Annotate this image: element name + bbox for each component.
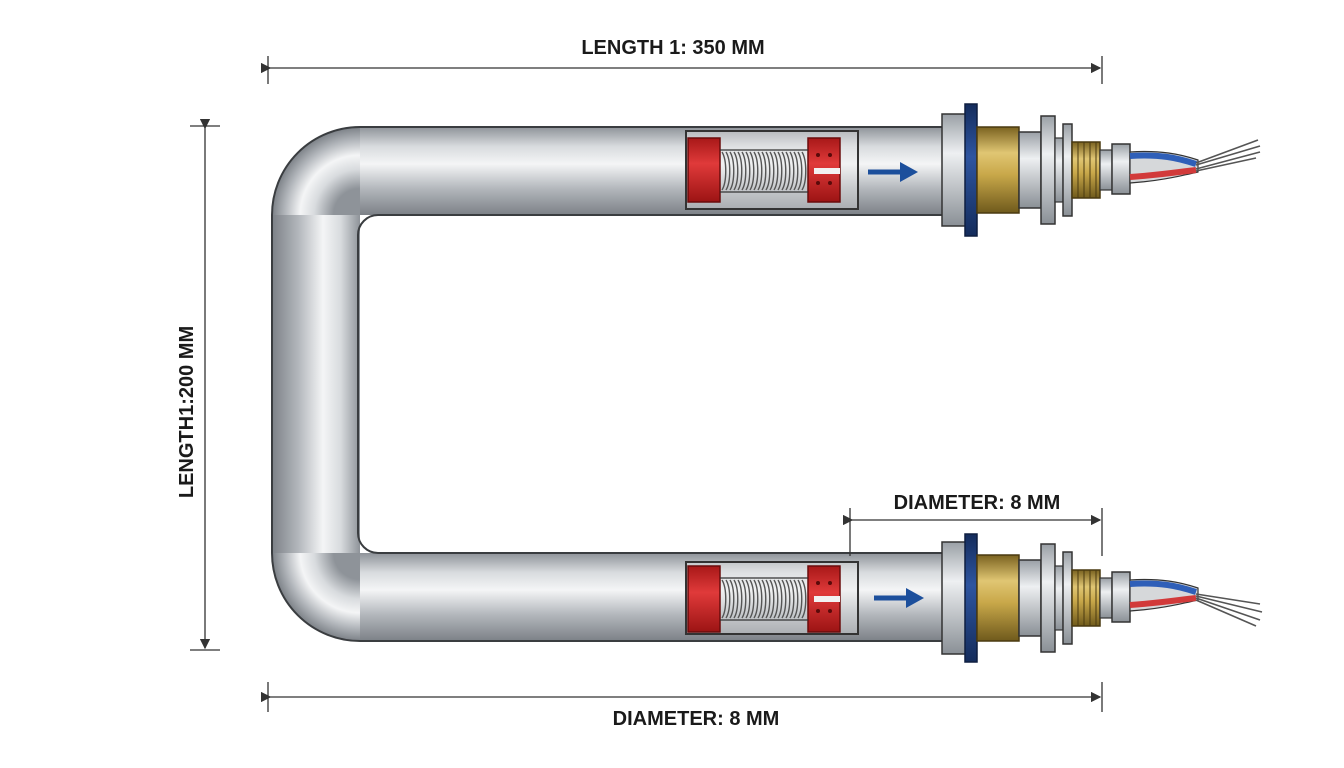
coil-turn bbox=[757, 579, 763, 619]
coil-turn bbox=[737, 579, 743, 619]
coil-turn bbox=[793, 151, 799, 191]
coil-turn bbox=[749, 151, 755, 191]
u-tube bbox=[271, 126, 942, 642]
brass-fitting bbox=[976, 126, 1020, 214]
coil-turn bbox=[785, 151, 791, 191]
coil-turn bbox=[793, 579, 799, 619]
dimension-lines bbox=[190, 56, 1103, 712]
heating-coil bbox=[721, 151, 807, 191]
heating-coil bbox=[721, 579, 807, 619]
coil-turn bbox=[761, 579, 767, 619]
flange-ring bbox=[964, 533, 978, 663]
coil-turn bbox=[733, 151, 739, 191]
coil-turn bbox=[781, 151, 787, 191]
coil-turn bbox=[797, 579, 803, 619]
coil-turn bbox=[745, 579, 751, 619]
top-length-label: LENGTH 1: 350 MM bbox=[581, 37, 764, 59]
coil-turn bbox=[733, 579, 739, 619]
coil-turn bbox=[769, 151, 775, 191]
coil-turn bbox=[789, 579, 795, 619]
coil-turn bbox=[765, 579, 771, 619]
coil-turn bbox=[737, 151, 743, 191]
red-wire bbox=[1129, 167, 1197, 180]
terminal-diameter-label: DIAMETER: 8 MM bbox=[894, 492, 1061, 514]
coil-turn bbox=[749, 579, 755, 619]
left-length-label: LENGTH1:200 MM bbox=[176, 326, 198, 498]
coil-turn bbox=[753, 579, 759, 619]
coil-turn bbox=[789, 151, 795, 191]
coil-turn bbox=[741, 579, 747, 619]
top-heating-insert bbox=[685, 130, 918, 210]
coil-turn bbox=[745, 151, 751, 191]
coil-turn bbox=[785, 579, 791, 619]
coil-turn bbox=[757, 151, 763, 191]
blue-wire bbox=[1129, 580, 1197, 595]
arrow-right-icon bbox=[868, 162, 918, 182]
brass-fitting bbox=[976, 554, 1020, 642]
bottom-diameter-label: DIAMETER: 8 MM bbox=[613, 708, 780, 730]
coil-turn bbox=[781, 579, 787, 619]
blue-wire bbox=[1129, 152, 1197, 167]
coil-turn bbox=[769, 579, 775, 619]
coil-turn bbox=[801, 151, 807, 191]
coil-turn bbox=[753, 151, 759, 191]
bare-wires bbox=[1195, 593, 1263, 627]
coil-turn bbox=[797, 151, 803, 191]
bottom-terminal-fitting bbox=[941, 533, 1263, 663]
red-seal-left bbox=[687, 565, 721, 633]
coil-turn bbox=[777, 579, 783, 619]
coil-turn bbox=[729, 151, 735, 191]
bottom-heating-insert bbox=[685, 561, 924, 635]
coil-turn bbox=[721, 579, 727, 619]
coil-turn bbox=[729, 579, 735, 619]
flange-ring bbox=[964, 103, 978, 237]
bare-wires bbox=[1195, 139, 1261, 172]
coil-turn bbox=[777, 151, 783, 191]
coil-turn bbox=[725, 151, 731, 191]
coil-turn bbox=[761, 151, 767, 191]
coil-turn bbox=[721, 151, 727, 191]
coil-turn bbox=[801, 579, 807, 619]
coil-turn bbox=[741, 151, 747, 191]
coil-turn bbox=[765, 151, 771, 191]
coil-turn bbox=[773, 151, 779, 191]
red-seal-left bbox=[687, 137, 721, 203]
red-wire bbox=[1129, 595, 1197, 608]
arrow-right-icon bbox=[874, 588, 924, 608]
coil-turn bbox=[725, 579, 731, 619]
coil-turn bbox=[773, 579, 779, 619]
top-terminal-fitting bbox=[941, 103, 1261, 237]
